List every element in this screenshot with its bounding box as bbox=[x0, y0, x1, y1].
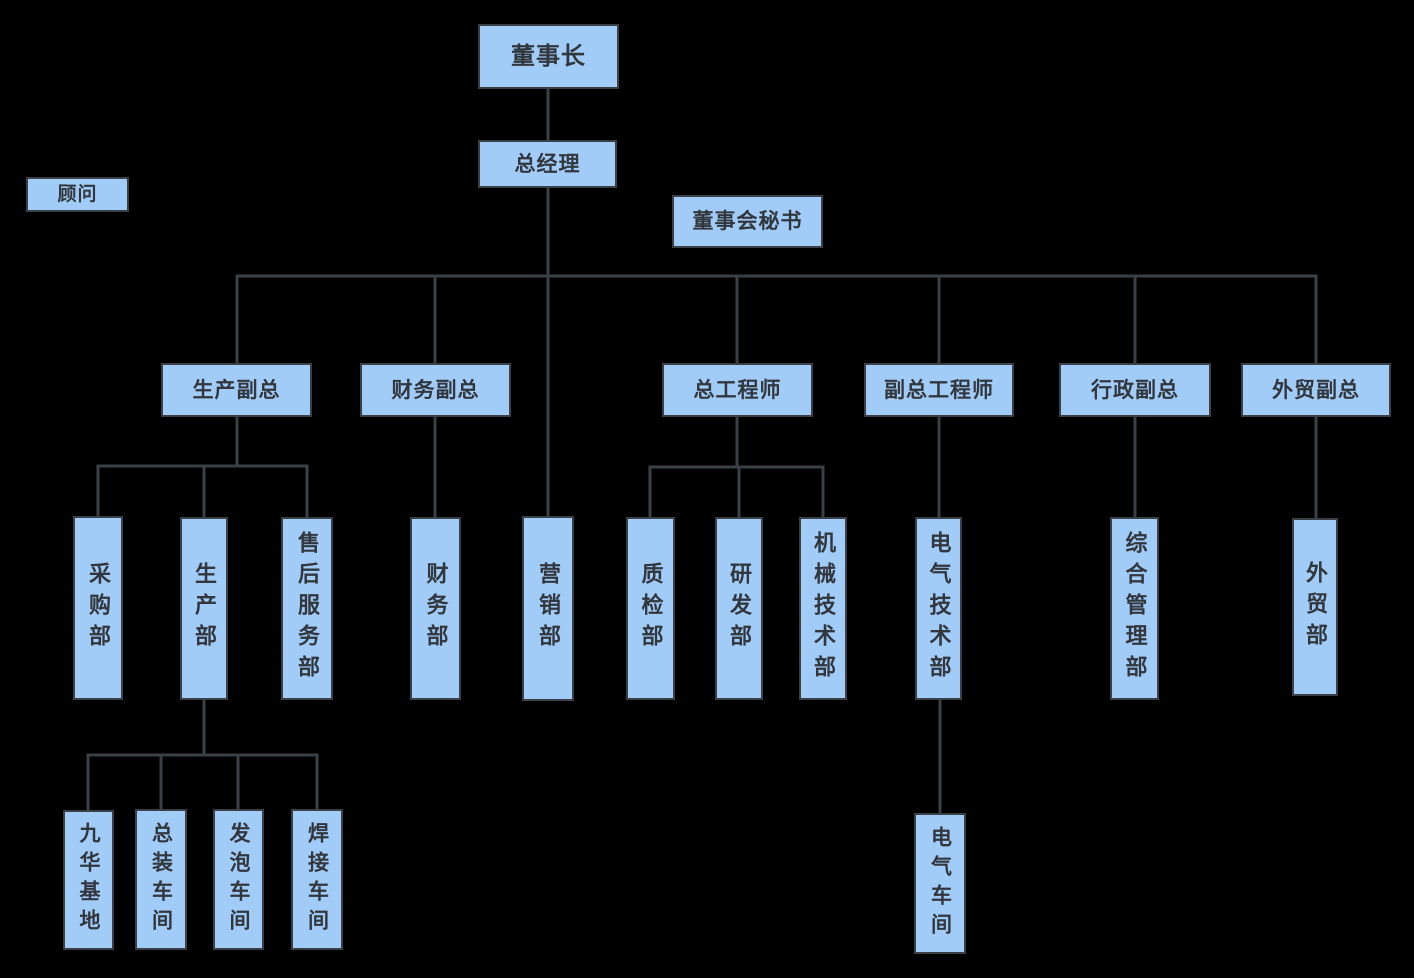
node-foreign-trade-vp[interactable]: 外贸副总 bbox=[1241, 363, 1391, 417]
node-after-sales-dept-label: 售后服务部 bbox=[295, 531, 320, 686]
node-marketing-dept-label: 营销部 bbox=[536, 562, 561, 655]
node-chief-engineer[interactable]: 总工程师 bbox=[662, 363, 813, 417]
node-advisor-label: 顾问 bbox=[57, 184, 98, 205]
node-chairman[interactable]: 董事长 bbox=[478, 24, 619, 89]
node-after-sales-dept[interactable]: 售后服务部 bbox=[281, 517, 333, 700]
node-chairman-label: 董事长 bbox=[511, 42, 586, 70]
node-assembly-workshop-label: 总装车间 bbox=[149, 821, 173, 938]
node-general-manager[interactable]: 总经理 bbox=[478, 140, 617, 188]
node-jiuhua-base[interactable]: 九华基地 bbox=[63, 810, 114, 950]
node-purchasing-dept[interactable]: 采购部 bbox=[73, 516, 123, 700]
node-assembly-workshop[interactable]: 总装车间 bbox=[135, 809, 187, 950]
node-mechanical-tech-dept[interactable]: 机械技术部 bbox=[799, 517, 847, 700]
connectors bbox=[86, 89, 1318, 814]
node-deputy-chief-engineer-label: 副总工程师 bbox=[884, 378, 994, 402]
node-production-dept-label: 生产部 bbox=[192, 562, 217, 655]
node-mechanical-tech-dept-label: 机械技术部 bbox=[811, 531, 836, 686]
node-general-manager-label: 总经理 bbox=[514, 152, 581, 176]
node-foreign-trade-dept[interactable]: 外贸部 bbox=[1292, 518, 1338, 696]
node-electrical-tech-dept-label: 电气技术部 bbox=[926, 531, 952, 686]
node-rd-dept[interactable]: 研发部 bbox=[715, 517, 763, 700]
node-foreign-trade-dept-label: 外贸部 bbox=[1303, 560, 1328, 654]
node-board-secretary[interactable]: 董事会秘书 bbox=[672, 195, 823, 248]
node-rd-dept-label: 研发部 bbox=[727, 562, 752, 655]
node-electrical-workshop[interactable]: 电气车间 bbox=[914, 813, 966, 954]
node-marketing-dept[interactable]: 营销部 bbox=[522, 516, 574, 701]
node-finance-dept[interactable]: 财务部 bbox=[410, 517, 461, 700]
node-jiuhua-base-label: 九华基地 bbox=[77, 822, 100, 938]
node-foaming-workshop-label: 发泡车间 bbox=[227, 821, 250, 938]
node-welding-workshop[interactable]: 焊接车间 bbox=[291, 809, 343, 950]
node-electrical-tech-dept[interactable]: 电气技术部 bbox=[915, 517, 962, 700]
node-finance-vp[interactable]: 财务副总 bbox=[360, 363, 511, 417]
node-foaming-workshop[interactable]: 发泡车间 bbox=[213, 809, 264, 950]
node-general-management-dept-label: 综合管理部 bbox=[1122, 531, 1148, 686]
node-production-vp-label: 生产副总 bbox=[192, 378, 281, 402]
node-quality-dept[interactable]: 质检部 bbox=[626, 517, 675, 700]
node-quality-dept-label: 质检部 bbox=[638, 562, 664, 655]
node-deputy-chief-engineer[interactable]: 副总工程师 bbox=[864, 363, 1014, 417]
node-production-vp[interactable]: 生产副总 bbox=[161, 363, 312, 417]
node-board-secretary-label: 董事会秘书 bbox=[692, 210, 803, 233]
node-production-dept[interactable]: 生产部 bbox=[180, 517, 228, 700]
node-admin-vp[interactable]: 行政副总 bbox=[1059, 363, 1211, 417]
node-finance-vp-label: 财务副总 bbox=[391, 378, 480, 402]
node-finance-dept-label: 财务部 bbox=[423, 562, 449, 655]
node-chief-engineer-label: 总工程师 bbox=[693, 378, 782, 402]
node-foreign-trade-vp-label: 外贸副总 bbox=[1272, 378, 1360, 402]
node-admin-vp-label: 行政副总 bbox=[1091, 378, 1179, 402]
node-purchasing-dept-label: 采购部 bbox=[86, 561, 111, 655]
node-general-management-dept[interactable]: 综合管理部 bbox=[1110, 517, 1159, 700]
node-advisor[interactable]: 顾问 bbox=[26, 177, 129, 212]
node-electrical-workshop-label: 电气车间 bbox=[928, 825, 952, 942]
node-welding-workshop-label: 焊接车间 bbox=[305, 821, 329, 938]
